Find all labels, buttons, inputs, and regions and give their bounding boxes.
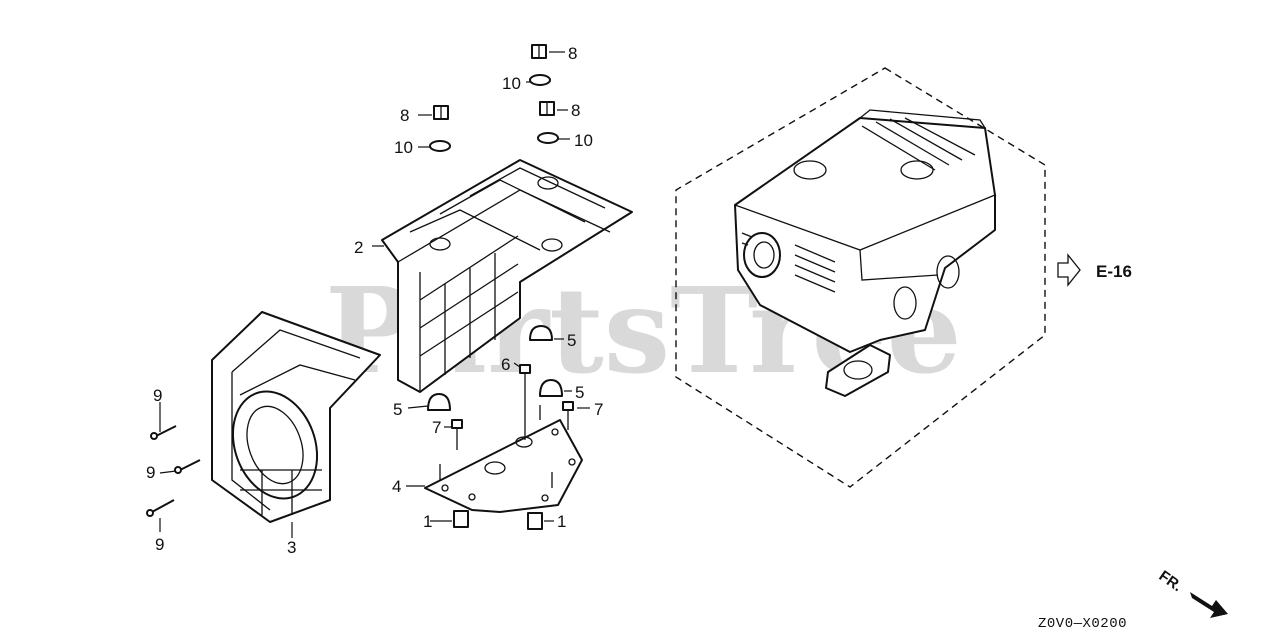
screw-icon: [174, 459, 201, 474]
bolt-icon: [451, 419, 463, 450]
rubber-mount-icon: [539, 379, 563, 397]
leader-lines: [159, 51, 590, 538]
callout-5: 5: [393, 400, 402, 419]
callouts: 8 10 8 8 10 10 2 5 6 5 5 7 7 4 1 1 3 9 9…: [146, 44, 603, 557]
nut-icon: [531, 44, 547, 59]
callout-5: 5: [567, 331, 576, 350]
front-arrow-icon: [1190, 592, 1228, 618]
callout-3: 3: [287, 538, 296, 557]
washer-icon: [537, 132, 559, 144]
callout-9: 9: [153, 386, 162, 405]
callout-9: 9: [155, 535, 164, 554]
damper-icon: [453, 510, 469, 528]
callout-1: 1: [557, 512, 566, 531]
part-4-base-plate: [424, 419, 583, 513]
washer-icon: [429, 140, 451, 152]
callout-7: 7: [432, 418, 441, 437]
callout-9: 9: [146, 463, 155, 482]
callout-10: 10: [574, 131, 593, 150]
nut-icon: [539, 101, 555, 116]
callout-7: 7: [594, 400, 603, 419]
reference-arrow-icon: [1057, 253, 1081, 287]
callout-8: 8: [400, 106, 409, 125]
muffler-reference-assembly: [675, 67, 1046, 488]
damper-icon: [527, 512, 543, 530]
callout-8: 8: [568, 44, 577, 63]
hardware: [146, 44, 574, 530]
nut-icon: [433, 105, 449, 120]
rubber-mount-icon: [529, 325, 553, 341]
callout-4: 4: [392, 477, 401, 496]
screw-icon: [146, 499, 175, 517]
callout-10: 10: [394, 138, 413, 157]
rubber-mount-icon: [427, 393, 451, 411]
washer-icon: [529, 74, 551, 86]
front-label: FR.: [1156, 567, 1186, 595]
callout-5: 5: [575, 383, 584, 402]
bolt-icon: [562, 401, 574, 430]
part-2-bracket: [381, 159, 633, 393]
callout-1: 1: [423, 512, 432, 531]
reference-label: E-16: [1096, 262, 1132, 281]
reference-e16[interactable]: E-16: [1057, 253, 1132, 287]
callout-6: 6: [501, 355, 510, 374]
callout-10: 10: [502, 74, 521, 93]
callout-8: 8: [571, 101, 580, 120]
bolt-icon: [519, 364, 531, 440]
front-direction-indicator: FR.: [1156, 567, 1228, 618]
part-3-front-plate: [211, 311, 381, 523]
diagram-code: Z0V0—X0200: [1038, 616, 1127, 632]
reference-dashed-outline: [675, 67, 1046, 488]
callout-2: 2: [354, 238, 363, 257]
screw-icon: [150, 425, 177, 440]
